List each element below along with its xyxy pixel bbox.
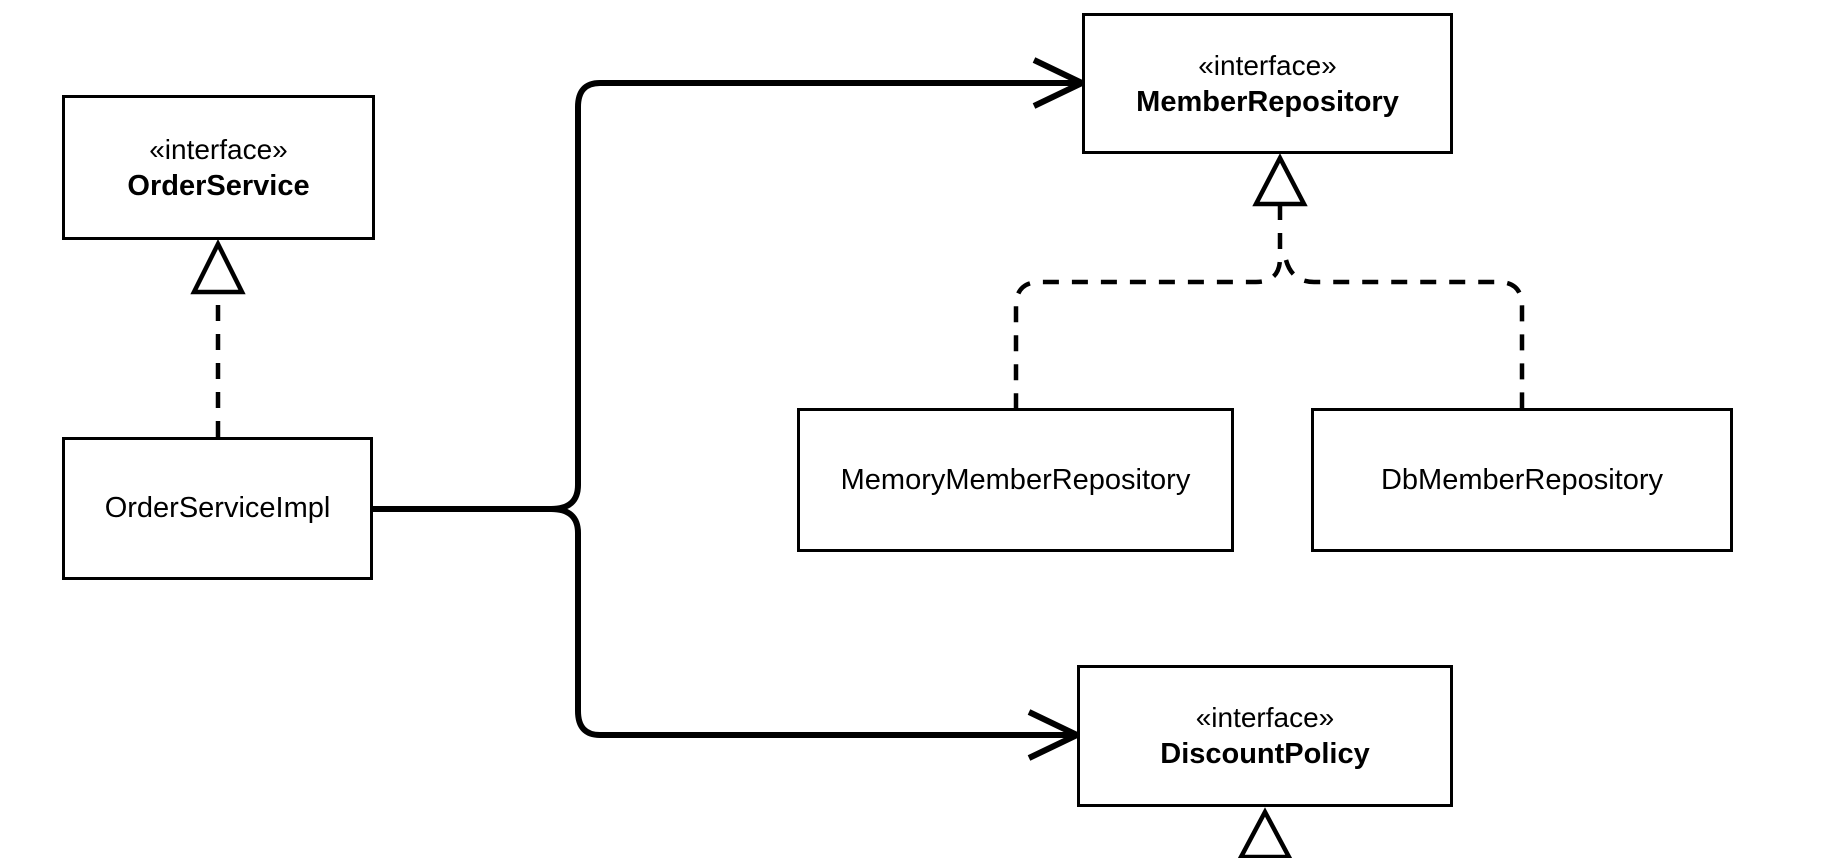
edge-realization-orderserviceimpl-orderservice — [190, 238, 246, 437]
class-name: MemoryMemberRepository — [840, 463, 1191, 496]
stereotype-label: «interface» — [1195, 702, 1335, 733]
node-order-service: «interface» OrderService — [62, 95, 375, 240]
class-name: DbMemberRepository — [1380, 463, 1664, 496]
edge-realization-memorymemberrepository-memberrepository — [1013, 204, 1283, 408]
class-name: OrderServiceImpl — [104, 492, 331, 524]
node-discount-policy: «interface» DiscountPolicy — [1077, 665, 1453, 807]
interface-name: MemberRepository — [1136, 85, 1399, 118]
node-db-member-repository: DbMemberRepository — [1311, 408, 1733, 552]
interface-name: OrderService — [127, 169, 310, 202]
stereotype-label: «interface» — [149, 133, 288, 165]
edge-realization-triangle-discountpolicy — [1237, 807, 1293, 858]
node-memory-member-repository: MemoryMemberRepository — [797, 408, 1234, 552]
stereotype-label: «interface» — [1198, 49, 1337, 81]
edge-realization-dbmemberrepository-memberrepository — [1252, 153, 1525, 408]
node-member-repository: «interface» MemberRepository — [1082, 13, 1453, 154]
interface-name: DiscountPolicy — [1160, 738, 1370, 770]
node-order-service-impl: OrderServiceImpl — [62, 437, 373, 580]
